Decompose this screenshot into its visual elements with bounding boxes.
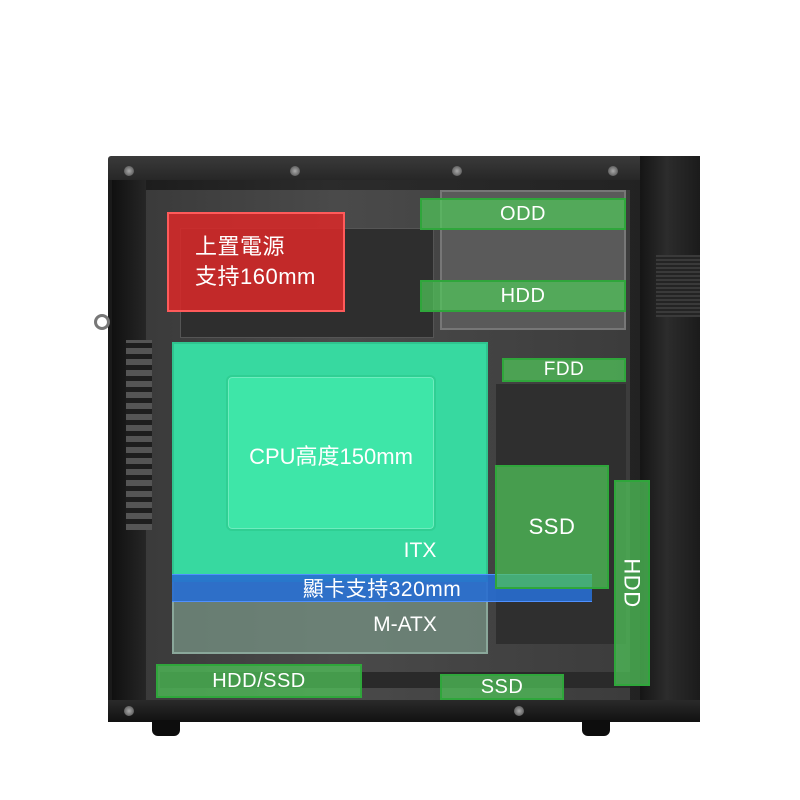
hdd-vertical-highlight: HDD xyxy=(614,480,650,686)
gpu-label: 顯卡支持320mm xyxy=(302,578,462,601)
odd-bay-highlight: ODD xyxy=(420,198,626,230)
cpu-height-label: CPU高度150mm xyxy=(249,444,413,469)
screw-icon xyxy=(452,166,462,176)
screw-icon xyxy=(608,166,618,176)
ssd-right-label: SSD xyxy=(528,514,576,539)
case-foot-left xyxy=(152,720,180,736)
psu-highlight: 上置電源 支持160mm xyxy=(167,212,345,312)
case-foot-right xyxy=(582,720,610,736)
hdd-ssd-bottom-label: HDD/SSD xyxy=(212,669,306,692)
front-vent xyxy=(656,255,700,317)
screw-icon xyxy=(124,166,134,176)
hdd-top-label: HDD xyxy=(500,284,546,307)
screw-icon xyxy=(290,166,300,176)
screw-icon xyxy=(124,706,134,716)
ssd-bottom-highlight: SSD xyxy=(440,674,564,700)
hdd-ssd-bottom-highlight: HDD/SSD xyxy=(156,664,362,698)
rear-hook xyxy=(94,314,110,330)
expansion-slots xyxy=(126,340,152,530)
case-bottom xyxy=(108,700,700,722)
cpu-cooler-area xyxy=(226,375,436,531)
fdd-bay-highlight: FDD xyxy=(502,358,626,382)
psu-label-line1: 上置電源 xyxy=(195,234,286,259)
matx-label: M-ATX xyxy=(373,613,437,636)
ssd-mount-highlight: SSD xyxy=(495,465,609,589)
odd-label: ODD xyxy=(500,202,546,225)
hdd-vertical-label: HDD xyxy=(620,558,646,608)
fdd-label: FDD xyxy=(543,359,585,380)
itx-label: ITX xyxy=(403,539,437,562)
screw-icon xyxy=(514,706,524,716)
ssd-bottom-label: SSD xyxy=(480,675,524,698)
hdd-bay-highlight: HDD xyxy=(420,280,626,312)
psu-label-line2: 支持160mm xyxy=(195,264,316,289)
case-front-panel xyxy=(640,156,700,722)
